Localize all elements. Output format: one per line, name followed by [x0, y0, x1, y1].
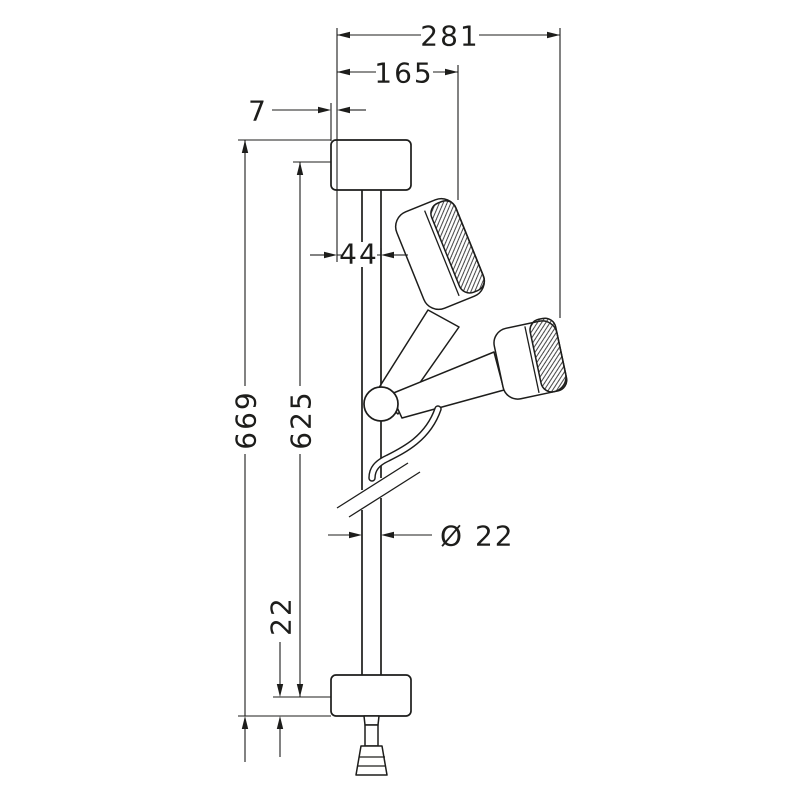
dim-label-669-group: 669 — [230, 386, 263, 454]
arrowhead-dia-left — [349, 531, 362, 539]
dim-label-7: 7 — [248, 95, 268, 128]
dimension-22-bottom — [276, 640, 284, 757]
dim-label-625-group: 625 — [285, 386, 318, 454]
arrowhead-669-top — [241, 140, 249, 153]
arrowhead-7-right — [337, 106, 350, 114]
handshower-horizontal-position — [390, 317, 568, 419]
arrowhead-44-left — [324, 251, 337, 259]
slider-holder — [363, 386, 399, 422]
bottom-wall-mount — [330, 674, 412, 717]
dim-label-diameter-22: Ø 22 — [440, 520, 515, 553]
hose-core — [369, 406, 441, 481]
arrowhead-669-bottom — [241, 716, 249, 729]
arrowhead-22-lower — [276, 716, 284, 729]
dimension-diameter-22 — [328, 531, 432, 539]
label-bg-44 — [342, 242, 377, 267]
label-bg-165 — [376, 59, 433, 85]
arrowhead-7-left — [318, 106, 331, 114]
hose-outlet-neck — [363, 715, 380, 726]
hose-outlet-assembly — [355, 715, 388, 776]
dim-label-22: 22 — [265, 596, 298, 636]
handshower-head-ring — [524, 326, 540, 393]
dimension-7 — [272, 103, 366, 141]
arrowhead-625-top — [296, 162, 304, 175]
shower-hose-upper — [368, 405, 442, 482]
break-symbol — [336, 462, 421, 518]
handshower-tilted-spray-face — [430, 200, 486, 294]
handshower-spray-face — [529, 317, 568, 393]
arrowhead-281-right — [547, 31, 560, 39]
label-bg-625 — [287, 386, 313, 454]
dim-label-669: 669 — [230, 390, 263, 449]
hose-coupling-nut — [355, 745, 388, 776]
arrowhead-dia-right — [381, 531, 394, 539]
arrowhead-625-bottom — [296, 684, 304, 697]
break-line-1 — [336, 462, 409, 509]
label-bg-669 — [232, 386, 258, 454]
dim-label-44: 44 — [339, 238, 379, 271]
dim-label-22-group: 22 — [265, 590, 298, 642]
arrowhead-165-right — [445, 68, 458, 76]
label-bg-281 — [421, 22, 479, 48]
label-bg-22 — [267, 590, 293, 642]
handshower-tilted-position — [374, 197, 486, 415]
arrowhead-22-upper — [276, 684, 284, 697]
hose-outlet-tube — [364, 724, 379, 747]
dim-label-625: 625 — [285, 390, 318, 449]
break-line-2 — [348, 471, 421, 518]
slide-bar — [361, 190, 382, 675]
dimension-labels: 281 165 7 44 669 625 22 Ø 22 — [230, 20, 515, 642]
arrowhead-281-left — [337, 31, 350, 39]
dim-label-165: 165 — [374, 57, 433, 90]
handshower-tilted-head-ring — [424, 210, 460, 297]
arrowhead-44-right — [381, 251, 394, 259]
dim-label-281: 281 — [420, 20, 479, 53]
arrowhead-165-left — [337, 68, 350, 76]
top-wall-mount — [330, 139, 412, 191]
